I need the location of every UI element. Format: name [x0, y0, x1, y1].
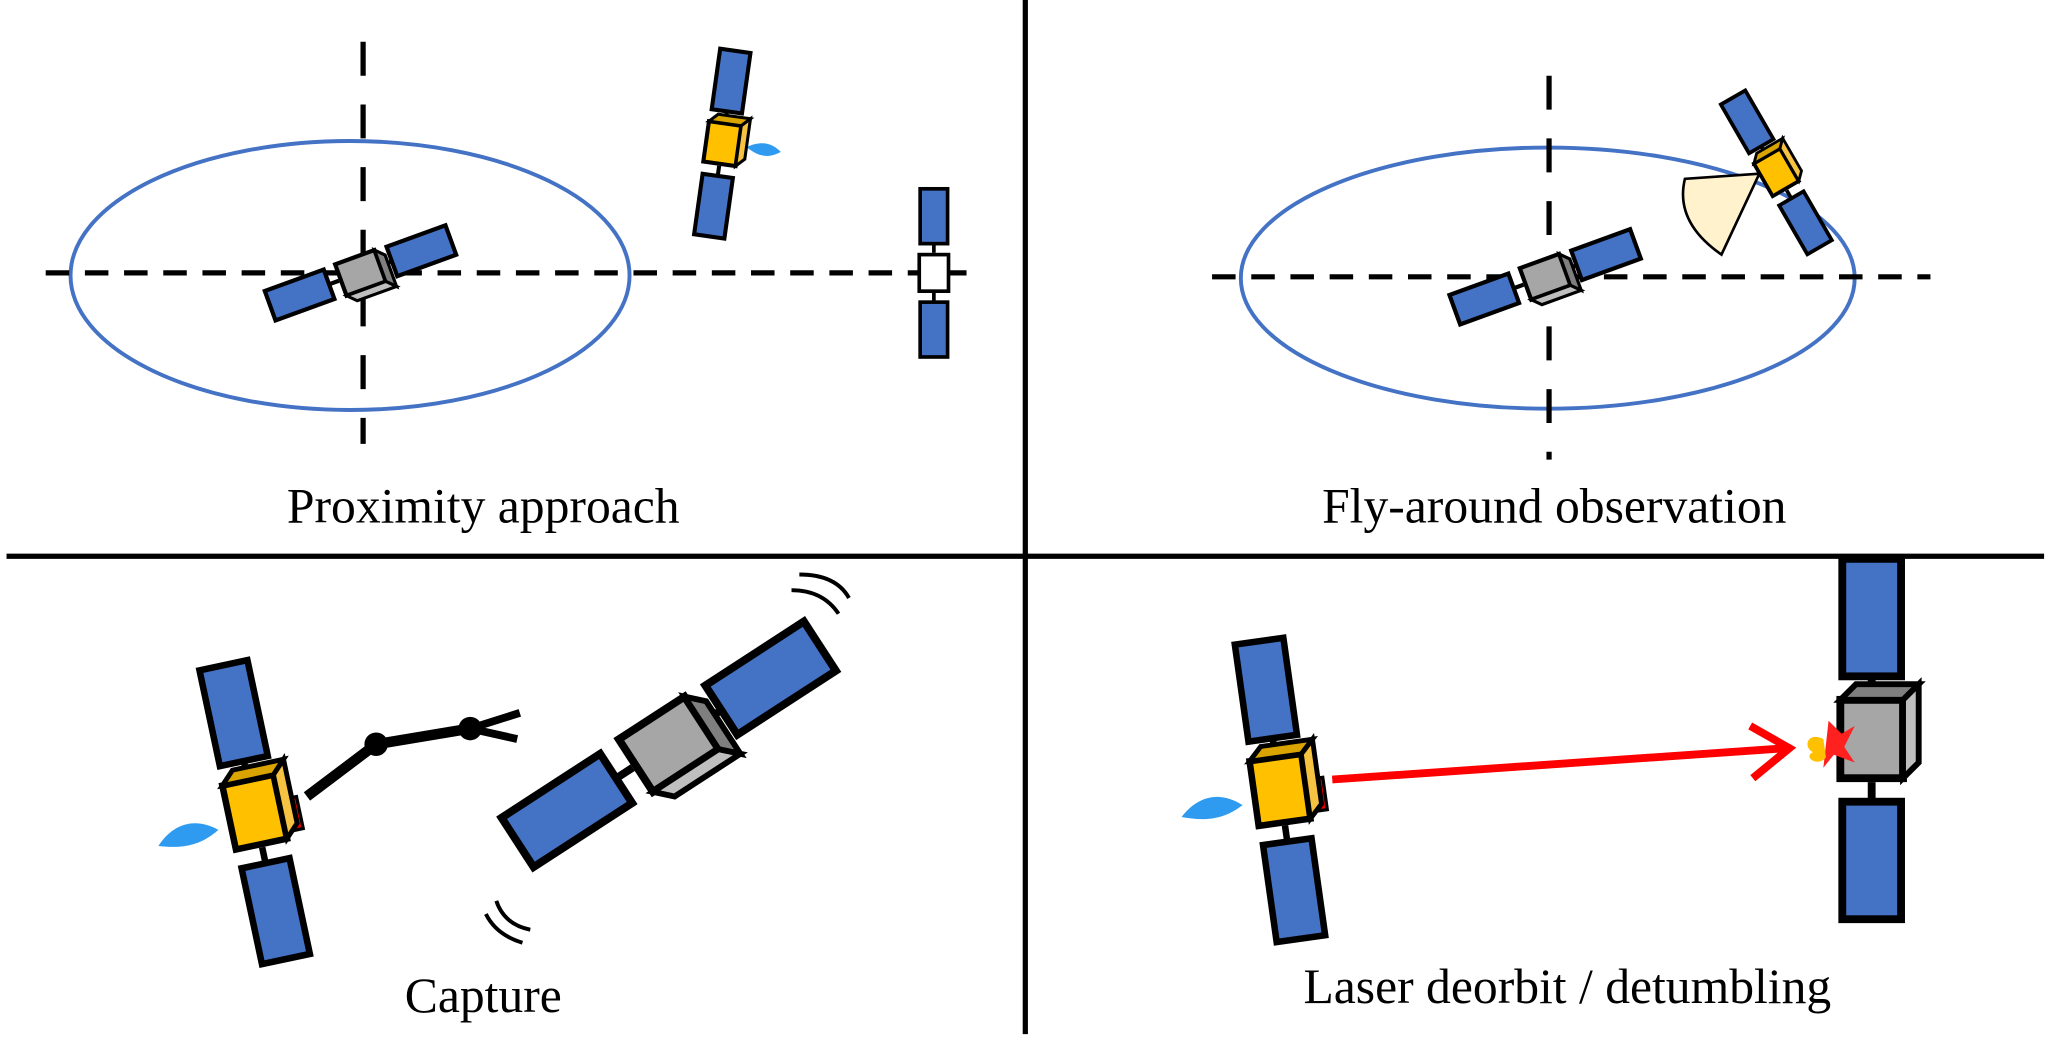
- laser-arrowhead: [1748, 722, 1797, 782]
- servicer-satellite-icon: [693, 49, 781, 245]
- observer-satellite-icon: [1720, 86, 1839, 255]
- panel-label: Laser deorbit / detumbling: [1303, 959, 1831, 1014]
- motion-lines-icon: [791, 572, 851, 615]
- panel-capture: Capture: [158, 572, 851, 1023]
- panel-label: Capture: [405, 968, 562, 1023]
- gripper-icon: [469, 709, 522, 743]
- laser-beam: [1331, 744, 1788, 784]
- approach-waypoint-satellite-icon: [919, 189, 948, 357]
- motion-lines-icon: [484, 900, 531, 945]
- thruster-flame-icon: [158, 823, 219, 847]
- ablation-flame-icon: [1807, 736, 1826, 762]
- sensor-cone: [1681, 172, 1762, 257]
- thruster-flame-icon: [746, 143, 781, 156]
- debris-satellite-icon: [1840, 559, 1918, 919]
- target-satellite-icon: [1449, 228, 1644, 333]
- panel-fly-around-observation: Fly-around observation: [1212, 75, 1931, 533]
- panel-proximity-approach: Proximity approach: [45, 41, 967, 533]
- panel-label: Fly-around observation: [1322, 478, 1787, 533]
- laser-satellite-icon: [1181, 635, 1345, 953]
- thruster-flame-icon: [1181, 796, 1243, 820]
- tumbling-target-satellite-icon: [500, 620, 845, 882]
- servicer-satellite-icon: [158, 656, 329, 980]
- relative-orbit-ellipse: [68, 139, 632, 412]
- panel-laser-deorbit: Laser deorbit / detumbling: [1181, 559, 1919, 1014]
- ablation-spark-icon: [1823, 720, 1855, 768]
- robotic-arm: [303, 723, 472, 801]
- panel-label: Proximity approach: [287, 478, 680, 533]
